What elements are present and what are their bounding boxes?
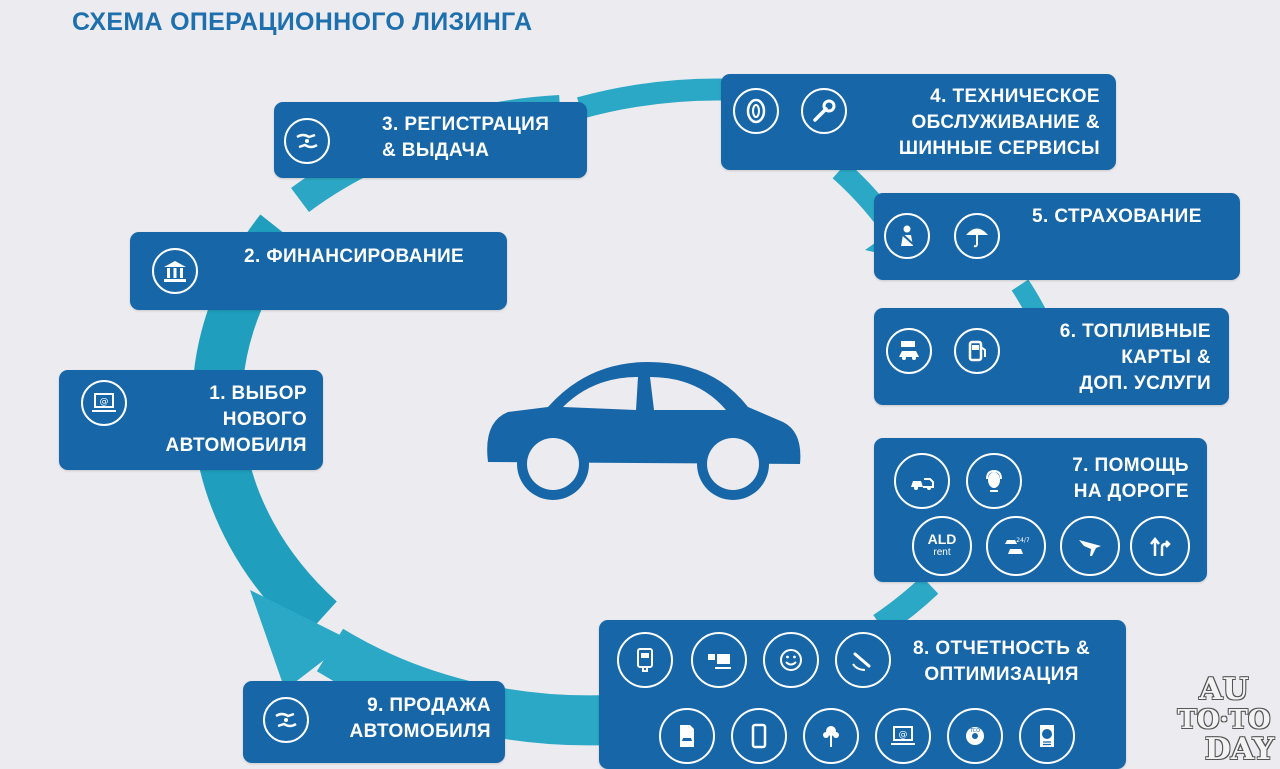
computer-transfer-icon — [691, 632, 747, 688]
step-4-box: 4. ТЕХНИЧЕСКОЕ ОБСЛУЖИВАНИЕ & ШИННЫЕ СЕР… — [721, 74, 1116, 170]
step-2-label: 2. ФИНАНСИРОВАНИЕ — [244, 246, 465, 267]
step-3-label: 3. РЕГИСТРАЦИЯ & ВЫДАЧА — [382, 114, 550, 161]
step-4-label: 4. ТЕХНИЧЕСКОЕ ОБСЛУЖИВАНИЕ & ШИННЫЕ СЕР… — [898, 86, 1100, 159]
tow-truck-icon — [894, 453, 950, 509]
step-1-label: 1. ВЫБОР НОВОГО АВТОМОБИЛЯ — [165, 383, 307, 456]
smiley-icon — [763, 632, 819, 688]
svg-text:@: @ — [100, 397, 109, 407]
euro-document-icon — [1019, 708, 1075, 764]
svg-text:TCO: TCO — [969, 728, 980, 734]
airplane-icon — [1060, 516, 1120, 576]
step-2-box: 2. ФИНАНСИРОВАНИЕ — [130, 232, 507, 310]
autotoday-watermark: AU TO·TO DAY — [1174, 675, 1274, 765]
hands-exchange-icon — [263, 697, 309, 743]
watermark-line-3: DAY — [1204, 732, 1274, 767]
step-3-box: 3. РЕГИСТРАЦИЯ & ВЫДАЧА — [274, 102, 587, 178]
car-icon — [487, 362, 801, 500]
step-5-box: 5. СТРАХОВАНИЕ — [874, 193, 1240, 280]
speedometer-icon — [835, 632, 891, 688]
tco-disc-icon: TCO — [947, 708, 1003, 764]
laptop-at-icon: @ — [875, 708, 931, 764]
step-9-box: 9. ПРОДАЖА АВТОМОБИЛЯ — [243, 681, 505, 763]
svg-text:@: @ — [899, 730, 908, 740]
watermark-line-2: TO·TO — [1177, 705, 1271, 735]
step-8-box: 8. ОТЧЕТНОСТЬ & ОПТИМИЗАЦИЯ @ TCO — [599, 620, 1126, 769]
seatbelt-person-icon — [884, 213, 930, 259]
step-7-box: 7. ПОМОЩЬ НА ДОРОГЕ ALD rent 24/7 — [874, 438, 1207, 582]
tire-icon — [733, 88, 779, 134]
fuel-card-reader-icon — [617, 632, 673, 688]
wrench-icon — [801, 88, 847, 134]
step-9-label: 9. ПРОДАЖА АВТОМОБИЛЯ — [349, 695, 491, 742]
step-5-label: 5. СТРАХОВАНИЕ — [1032, 206, 1202, 227]
tree-eco-icon — [803, 708, 859, 764]
ald-rent-icon: ALD rent — [912, 516, 972, 576]
step-6-box: 6. ТОПЛИВНЫЕ КАРТЫ & ДОП. УСЛУГИ — [874, 308, 1229, 405]
watermark-line-1: AU — [1199, 672, 1249, 707]
step-8-label: 8. ОТЧЕТНОСТЬ & ОПТИМИЗАЦИЯ — [913, 638, 1091, 685]
ald-text: ALD — [927, 531, 957, 547]
laptop-at-icon: @ — [81, 380, 127, 426]
car-document-icon — [659, 708, 715, 764]
headset-operator-icon — [966, 453, 1022, 509]
ring-segment-top — [577, 78, 741, 119]
arrowhead-to-step1 — [250, 590, 350, 690]
car-wash-icon — [886, 328, 932, 374]
fuel-pump-icon — [954, 328, 1000, 374]
smartphone-icon — [731, 708, 787, 764]
step-1-box: @ 1. ВЫБОР НОВОГО АВТОМОБИЛЯ — [59, 370, 323, 470]
replacement-car-24-7-icon: 24/7 — [986, 516, 1046, 576]
step-6-label: 6. ТОПЛИВНЫЕ КАРТЫ & ДОП. УСЛУГИ — [1059, 321, 1211, 394]
directions-icon — [1130, 516, 1190, 576]
page-title: СХЕМА ОПЕРАЦИОННОГО ЛИЗИНГА — [72, 8, 533, 36]
umbrella-icon — [954, 213, 1000, 259]
ring-segment-bottom-right — [873, 576, 939, 635]
hands-exchange-icon — [284, 118, 330, 164]
svg-text:24/7: 24/7 — [1016, 537, 1030, 544]
ald-sub-text: rent — [933, 547, 951, 558]
step-7-label: 7. ПОМОЩЬ НА ДОРОГЕ — [1072, 455, 1189, 502]
bank-icon — [152, 248, 198, 294]
